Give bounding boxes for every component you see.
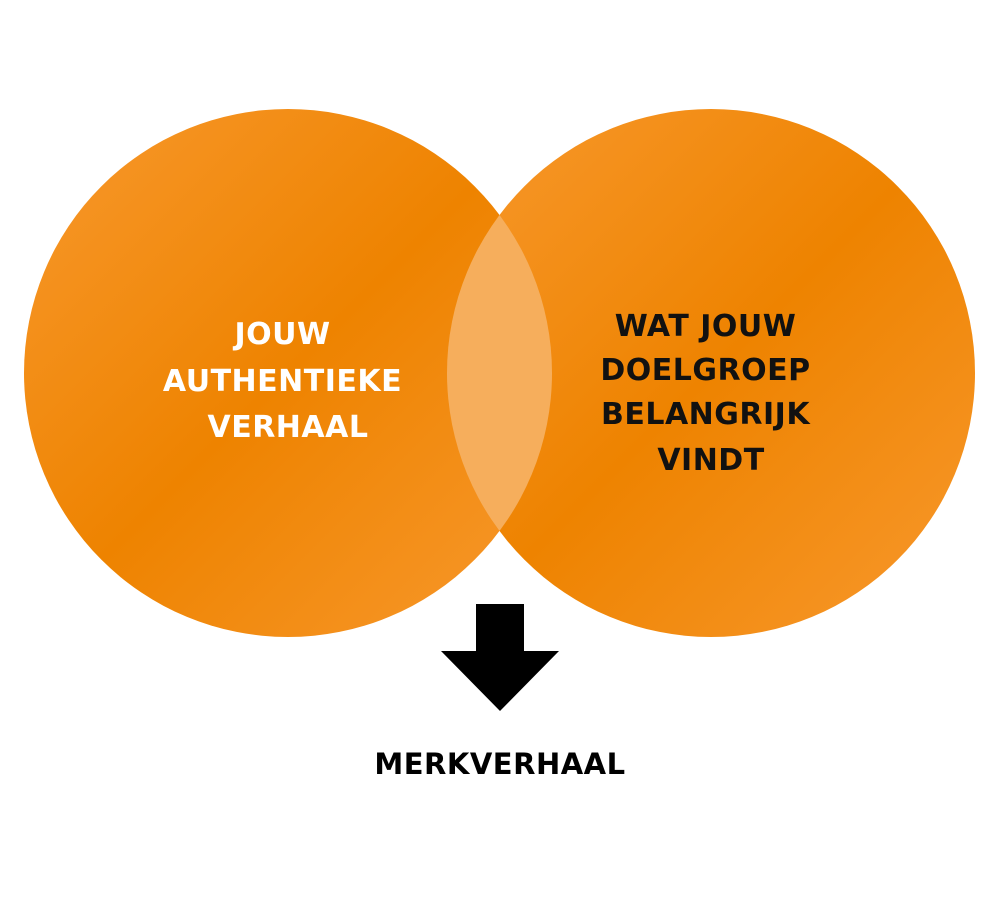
down-arrow-icon [441, 604, 559, 711]
left-circle-line: AUTHENTIEKE [163, 364, 402, 399]
right-circle-line: WAT JOUW [615, 309, 797, 344]
right-circle-line: DOELGROEP [600, 353, 810, 388]
left-circle-line: JOUW [232, 317, 330, 352]
left-circle-line: VERHAAL [208, 410, 369, 445]
right-circle-label: WAT JOUW DOELGROEP BELANGRIJK VINDT [600, 309, 821, 478]
left-circle-label: JOUW AUTHENTIEKE VERHAAL [163, 317, 413, 445]
right-circle-line: VINDT [657, 443, 764, 478]
result-label: MERKVERHAAL [374, 747, 625, 781]
right-circle [447, 109, 975, 637]
left-circle [24, 109, 552, 637]
right-circle-line: BELANGRIJK [601, 397, 811, 432]
